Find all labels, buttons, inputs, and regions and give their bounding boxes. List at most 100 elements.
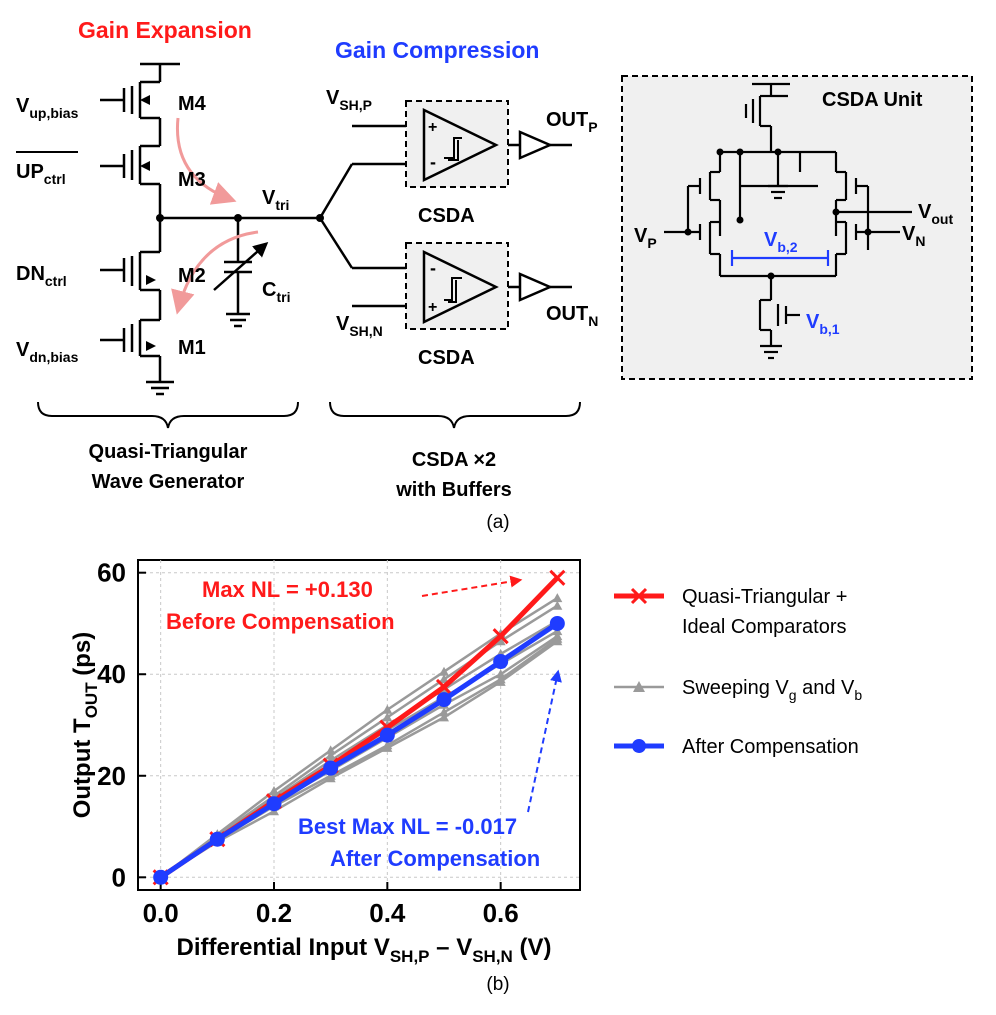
node-dot — [156, 214, 164, 222]
sweep-point — [552, 636, 563, 646]
vshp-label: VSH,P — [326, 87, 372, 113]
buffer-bottom-icon — [518, 272, 554, 302]
x-tick-label: 0.2 — [256, 898, 292, 928]
m3-label: M3 — [178, 169, 206, 191]
discharge-arrow-icon — [171, 230, 259, 315]
x-point — [492, 628, 509, 645]
csda-bottom-minus: - — [430, 258, 436, 278]
unit-node-dot — [832, 208, 840, 216]
blue-annotation-line1: Best Max NL = -0.017 — [298, 814, 517, 839]
sweep-point — [552, 600, 563, 610]
series-line — [159, 621, 559, 880]
csda-top-comparator — [422, 108, 499, 182]
brace-left-line2: Wave Generator — [92, 471, 245, 493]
sweep-point — [439, 707, 449, 717]
legend-gray-label: Sweeping Vg and Vb — [682, 677, 862, 703]
upctrl-label: UPctrl — [16, 161, 66, 187]
m1-label: M1 — [178, 337, 206, 359]
triangle-marker-icon — [633, 681, 645, 692]
sweep-point — [495, 636, 506, 646]
csda-bottom-plus: + — [428, 299, 437, 316]
caption-b: (b) — [486, 974, 509, 995]
y-tick-label: 0 — [112, 862, 126, 892]
y-axis-label: Output TOUT (ps) — [69, 632, 101, 819]
buffer-top-icon — [518, 130, 554, 160]
vdn-bias-label: Vdn,bias — [16, 339, 79, 365]
sweep-point — [439, 712, 449, 722]
vtri-label: Vtri — [262, 187, 289, 213]
sweep-point — [495, 676, 506, 686]
vb2-label: Vb,2 — [764, 229, 798, 255]
unit-node-dot — [716, 148, 724, 156]
x-marker-icon — [630, 587, 648, 605]
csda-top-label: CSDA — [418, 205, 475, 227]
ctri-label: Ctri — [262, 279, 290, 305]
x-axis-label: Differential Input VSH,P – VSH,N (V) — [176, 934, 551, 966]
schematic-a: Gain Expansion Gain Compression — [16, 17, 973, 533]
circle-point — [379, 727, 395, 743]
circle-point — [436, 692, 452, 708]
unit-node-dot — [736, 216, 744, 224]
circle-point — [153, 869, 169, 885]
m4-arrow-icon — [140, 95, 150, 105]
red-annotation-line2: Before Compensation — [166, 609, 395, 634]
csda-bottom-comparator — [422, 250, 499, 324]
m2-arrow-icon — [146, 275, 156, 285]
sweep-series-line — [160, 640, 559, 879]
legend-item-blue: After Compensation — [614, 736, 859, 758]
x-tick-label: 0.6 — [483, 898, 519, 928]
csda-bottom-hysteresis-icon — [444, 277, 462, 303]
x-tick-label: 0.0 — [143, 898, 179, 928]
unit-node-dot — [736, 148, 744, 156]
csda-unit-box — [621, 75, 973, 380]
circle-point — [549, 615, 565, 631]
legend-red-line2: Ideal Comparators — [682, 616, 847, 638]
sweep-series-line — [159, 597, 558, 879]
red-annotation-line1: Max NL = +0.130 — [202, 577, 373, 602]
legend: Quasi-Triangular + Ideal Comparators Swe… — [614, 586, 862, 758]
csda-top-minus: - — [430, 152, 436, 172]
x-tick-label: 0.4 — [369, 898, 406, 928]
main-series-layer — [152, 569, 566, 886]
circle-point — [209, 831, 225, 847]
outp-label: OUTP — [546, 109, 598, 135]
unit-node-dot — [774, 148, 782, 156]
vb2-bias-line — [730, 250, 830, 266]
node-dot — [234, 214, 242, 222]
m2-label: M2 — [178, 265, 206, 287]
csda-bottom-label: CSDA — [418, 347, 475, 369]
blue-annotation-arrow — [527, 669, 562, 813]
y-tick-label: 60 — [97, 558, 126, 588]
sweep-point — [439, 666, 449, 676]
brace-right — [329, 401, 581, 429]
brace-left-line1: Quasi-Triangular — [89, 441, 248, 463]
circle-point — [323, 760, 339, 776]
legend-red-line1: Quasi-Triangular + — [682, 586, 847, 608]
sweep-point — [382, 742, 393, 752]
y-tick-label: 20 — [97, 761, 126, 791]
gain-expansion-title: Gain Expansion — [78, 17, 252, 43]
m4-label: M4 — [178, 93, 207, 115]
sweep-point — [552, 593, 563, 603]
vb1-label: Vb,1 — [806, 311, 840, 337]
x-tick-labels: 0.0 0.2 0.4 0.6 — [143, 898, 519, 928]
m3-arrow-icon — [140, 161, 150, 171]
gain-compression-title: Gain Compression — [335, 37, 539, 63]
vshn-label: VSH,N — [336, 313, 383, 339]
unit-node-dot — [767, 272, 775, 280]
sweep-point — [382, 704, 393, 714]
ctri-variable-arrow — [213, 242, 269, 291]
legend-item-gray: Sweeping Vg and Vb — [614, 677, 862, 703]
chart-b: 0 20 40 60 0.0 0.2 0.4 0.6 Output TOUT (ps) Di… — [69, 558, 862, 995]
x-point — [549, 569, 566, 586]
y-tick-labels: 0 20 40 60 — [97, 558, 126, 893]
sweep-point — [439, 674, 449, 684]
dnctrl-label: DNctrl — [16, 263, 67, 289]
brace-right-line1: CSDA ×2 — [412, 449, 496, 471]
sweep-point — [325, 750, 336, 760]
y-tick-label: 40 — [97, 659, 126, 689]
csda-unit-title: CSDA Unit — [822, 89, 923, 111]
red-annotation-arrow — [421, 575, 523, 597]
legend-item-red: Quasi-Triangular + Ideal Comparators — [614, 586, 847, 638]
